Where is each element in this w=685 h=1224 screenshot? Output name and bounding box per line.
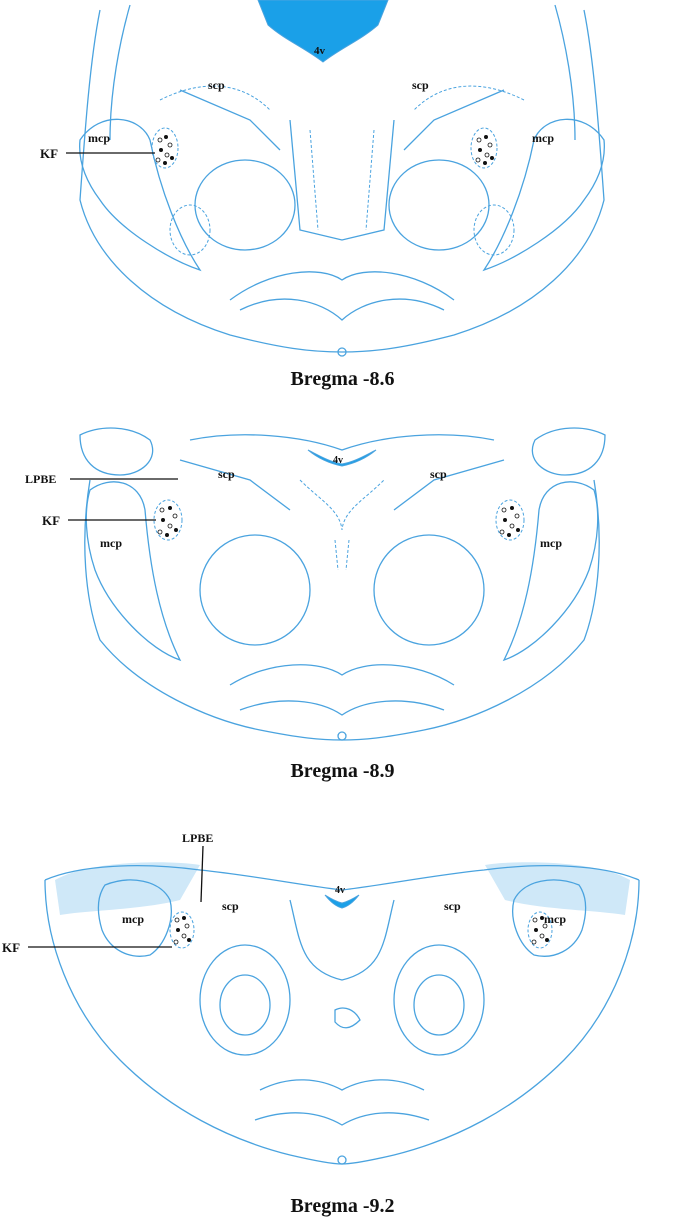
kf-markers-right xyxy=(476,135,494,165)
scp-label-right: scp xyxy=(444,899,461,913)
lpbe-label: LPBE xyxy=(182,831,213,845)
ventricle-label: 4v xyxy=(314,45,326,57)
caption-panel-1: Bregma -8.6 xyxy=(0,368,685,391)
ventricle-label: 4v xyxy=(335,885,345,896)
kf-region-left xyxy=(170,912,194,948)
mcp-label-left: mcp xyxy=(88,131,110,145)
kf-label: KF xyxy=(42,513,60,528)
lpbe-pointer xyxy=(201,846,203,902)
section-bregma-8-6: 4v scp scp mcp mcp KF xyxy=(0,0,685,360)
lpbe-label: LPBE xyxy=(25,472,56,486)
lateral-shade-right xyxy=(485,862,630,915)
mcp-label-left: mcp xyxy=(100,536,122,550)
outer-outline xyxy=(80,10,604,352)
kf-markers-left xyxy=(174,916,191,944)
mcp-label-right: mcp xyxy=(540,536,562,550)
scp-label-right: scp xyxy=(430,467,447,481)
kf-label: KF xyxy=(2,940,20,955)
mcp-label-right: mcp xyxy=(544,912,566,926)
caption-panel-3: Bregma -9.2 xyxy=(0,1195,685,1218)
caption-panel-2: Bregma -8.9 xyxy=(0,760,685,783)
ventricle-label: 4v xyxy=(333,455,343,466)
scp-label-right: scp xyxy=(412,78,429,92)
scp-label-left: scp xyxy=(222,899,239,913)
scp-label-left: scp xyxy=(218,467,235,481)
section-bregma-9-2: 4v scp scp mcp mcp LPBE KF xyxy=(0,840,685,1190)
kf-markers-left xyxy=(158,506,178,537)
mcp-left-outline xyxy=(86,482,180,660)
kf-label: KF xyxy=(40,146,58,161)
kf-markers-right xyxy=(500,506,520,537)
section-bregma-8-9: 4v scp scp mcp mcp LPBE KF xyxy=(0,420,685,750)
scp-label-left: scp xyxy=(208,78,225,92)
mcp-label-right: mcp xyxy=(532,131,554,145)
mcp-label-left: mcp xyxy=(122,912,144,926)
kf-markers-left xyxy=(156,135,174,165)
mcp-right-outline xyxy=(504,482,598,660)
fourth-ventricle xyxy=(325,895,359,908)
